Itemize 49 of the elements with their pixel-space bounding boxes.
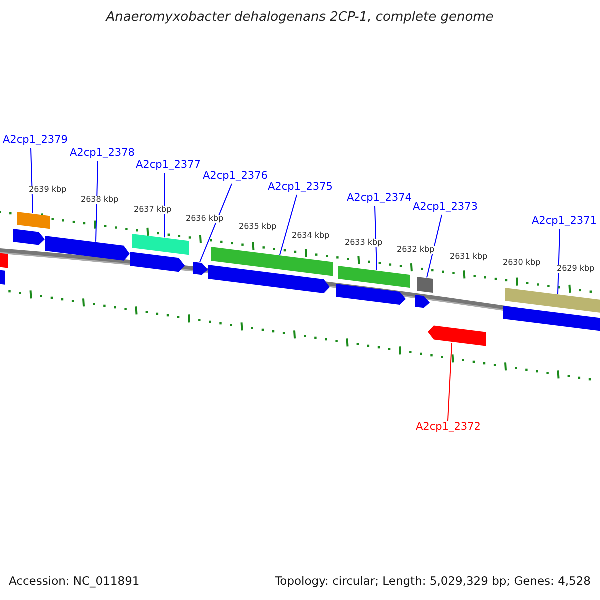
scale-label: 2634 kbp	[291, 232, 331, 240]
gene-feature	[132, 234, 189, 256]
scale-label: 2636 kbp	[185, 215, 225, 223]
gene-feature	[428, 326, 486, 346]
scale-label: 2635 kbp	[238, 223, 278, 231]
gene-feature	[417, 277, 433, 293]
leader-line	[164, 172, 166, 238]
leader-line	[200, 184, 232, 263]
scale-label: 2629 kbp	[556, 265, 596, 273]
leader-line	[96, 160, 98, 242]
gene-feature	[0, 253, 8, 268]
gene-feature	[503, 306, 600, 332]
leader-line	[280, 194, 298, 256]
scale-label: 2633 kbp	[344, 239, 384, 247]
gene-feature	[193, 262, 208, 276]
scale-label: 2637 kbp	[133, 206, 173, 214]
gene-feature	[13, 229, 45, 246]
gene-feature	[0, 270, 5, 285]
gene-feature	[45, 236, 130, 261]
scale-label: 2631 kbp	[449, 253, 489, 261]
gene-label: A2cp1_2379	[3, 135, 68, 146]
scale-label: 2639 kbp	[28, 186, 68, 194]
accession-text: Accession: NC_011891	[9, 576, 140, 588]
gene-feature	[336, 284, 406, 305]
gene-label: A2cp1_2371	[532, 216, 597, 226]
gene-label: A2cp1_2372	[416, 422, 481, 432]
gene-feature	[17, 212, 50, 230]
gene-feature	[208, 265, 330, 294]
gene-feature	[505, 288, 600, 314]
gene-label: A2cp1_2377	[136, 160, 201, 170]
gene-label: A2cp1_2373	[413, 202, 478, 212]
gene-label: A2cp1_2378	[70, 148, 135, 158]
scale-label: 2632 kbp	[396, 246, 436, 254]
genome-summary-text: Topology: circular; Length: 5,029,329 bp; Genes: 4,528	[275, 576, 591, 588]
leader-line	[426, 214, 442, 278]
leader-line	[30, 148, 34, 214]
gene-feature	[130, 252, 185, 272]
gene-label: A2cp1_2374	[347, 193, 412, 204]
gene-feature	[415, 295, 430, 308]
gene-feature	[338, 266, 410, 288]
leader-line	[448, 342, 452, 422]
gene-label: A2cp1_2376	[203, 171, 268, 182]
gene-feature	[211, 247, 333, 276]
scale-label: 2630 kbp	[502, 259, 542, 267]
gene-label: A2cp1_2375	[268, 182, 333, 192]
diagram-title: Anaeromyxobacter dehalogenans 2CP-1, complete genome	[104, 11, 495, 24]
scale-label: 2638 kbp	[80, 196, 120, 204]
leader-line	[558, 228, 560, 295]
leader-line	[374, 206, 378, 271]
